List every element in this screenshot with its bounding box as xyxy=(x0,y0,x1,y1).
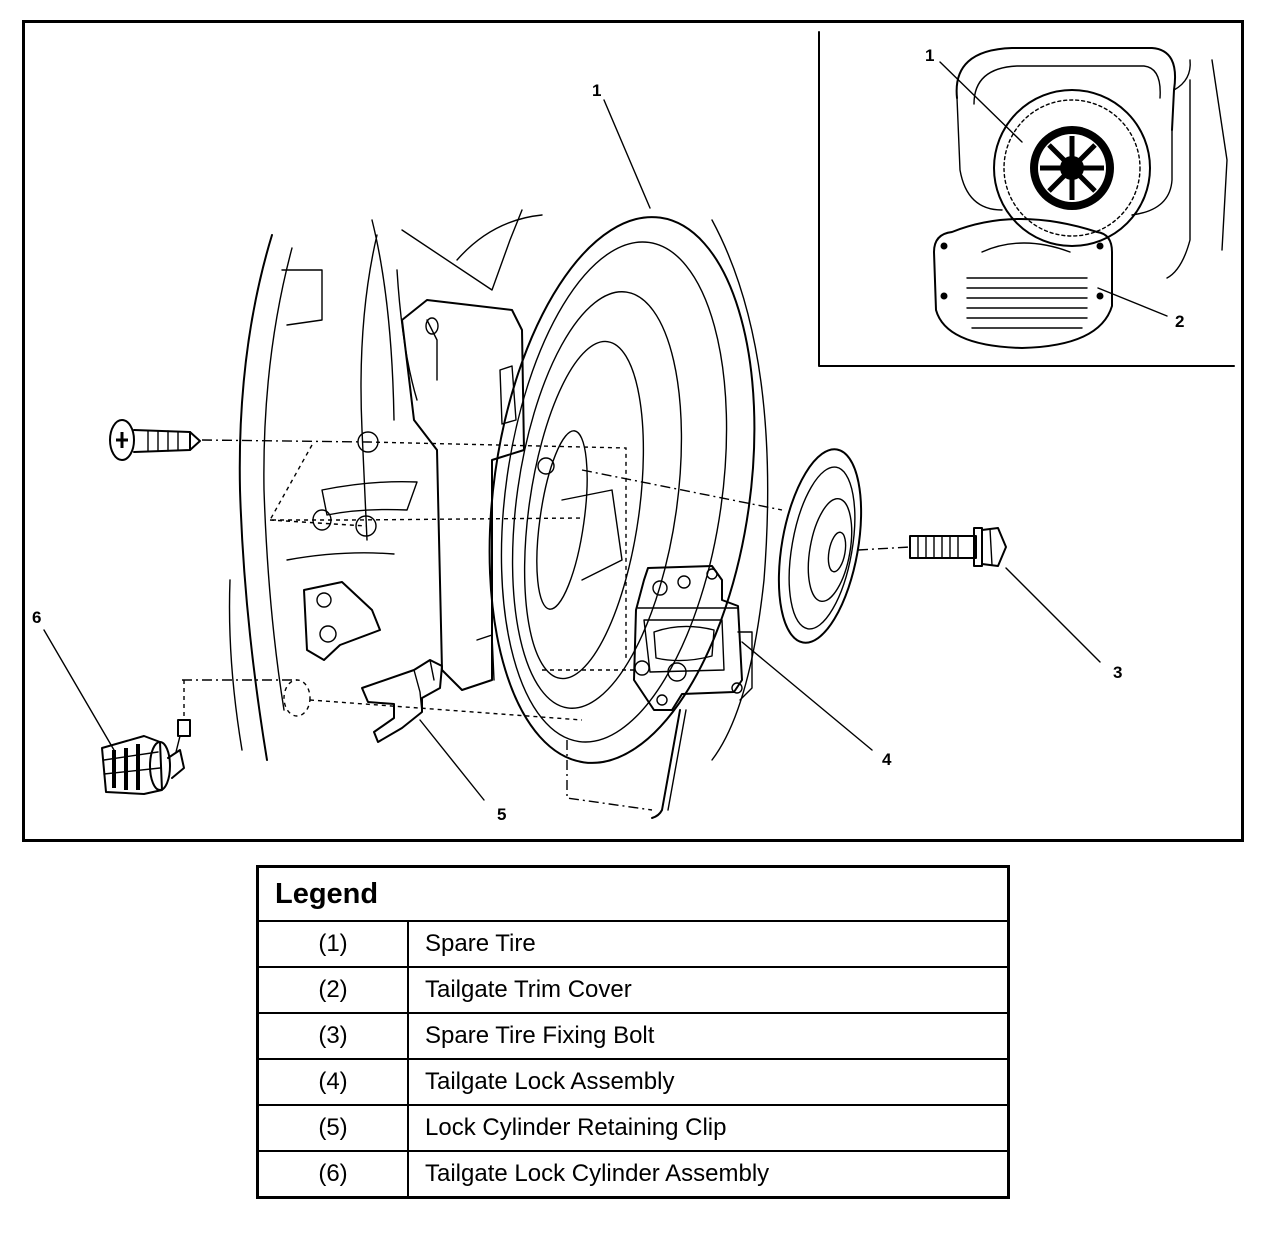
tailgate-panel xyxy=(228,209,543,761)
lock-cylinder-retaining-clip xyxy=(361,659,443,743)
legend-row: (3) Spare Tire Fixing Bolt xyxy=(256,1012,1010,1060)
legend-label: Lock Cylinder Retaining Clip xyxy=(407,1104,1010,1152)
legend-table: Legend (1) Spare Tire (2) Tailgate Trim … xyxy=(256,865,1010,1199)
figure-frame xyxy=(22,20,1244,842)
legend-label: Spare Tire xyxy=(407,920,1010,968)
spare-tire-cap xyxy=(777,448,863,644)
legend-label: Tailgate Lock Cylinder Assembly xyxy=(407,1150,1010,1199)
legend-row: (4) Tailgate Lock Assembly xyxy=(256,1058,1010,1106)
inset-callout-1: 1 xyxy=(925,46,934,65)
legend-number: (4) xyxy=(256,1058,409,1106)
tailgate-lock-cylinder-assembly xyxy=(101,719,191,795)
legend-number: (5) xyxy=(256,1104,409,1152)
spare-tire xyxy=(488,216,769,764)
legend-row: (5) Lock Cylinder Retaining Clip xyxy=(256,1104,1010,1152)
inset-callout-2: 2 xyxy=(1175,312,1184,331)
callout-1: 1 xyxy=(592,81,601,100)
legend-row: (6) Tailgate Lock Cylinder Assembly xyxy=(256,1150,1010,1199)
callout-3: 3 xyxy=(1113,663,1122,682)
callout-5: 5 xyxy=(497,805,506,824)
legend-label: Spare Tire Fixing Bolt xyxy=(407,1012,1010,1060)
exploded-view-diagram: 1 2 xyxy=(22,20,1244,842)
inset-trim-cover xyxy=(933,218,1113,349)
spare-tire-fixing-bolt xyxy=(909,527,1007,567)
tailgate-lock-assembly xyxy=(633,565,753,819)
inset-spare-tire xyxy=(993,89,1151,247)
legend-label: Tailgate Lock Assembly xyxy=(407,1058,1010,1106)
legend-number: (3) xyxy=(256,1012,409,1060)
legend-number: (2) xyxy=(256,966,409,1014)
legend-number: (6) xyxy=(256,1150,409,1199)
legend-row: (1) Spare Tire xyxy=(256,920,1010,968)
legend-row: (2) Tailgate Trim Cover xyxy=(256,966,1010,1014)
legend-number: (1) xyxy=(256,920,409,968)
legend-title: Legend xyxy=(256,865,1010,922)
phillips-screw xyxy=(109,419,201,461)
inset-view: 1 2 xyxy=(818,31,1235,367)
callout-6: 6 xyxy=(32,608,41,627)
callout-4: 4 xyxy=(882,750,892,769)
assembly-lines xyxy=(182,439,911,811)
callouts: 1 3 4 5 6 xyxy=(32,81,1122,824)
legend-label: Tailgate Trim Cover xyxy=(407,966,1010,1014)
